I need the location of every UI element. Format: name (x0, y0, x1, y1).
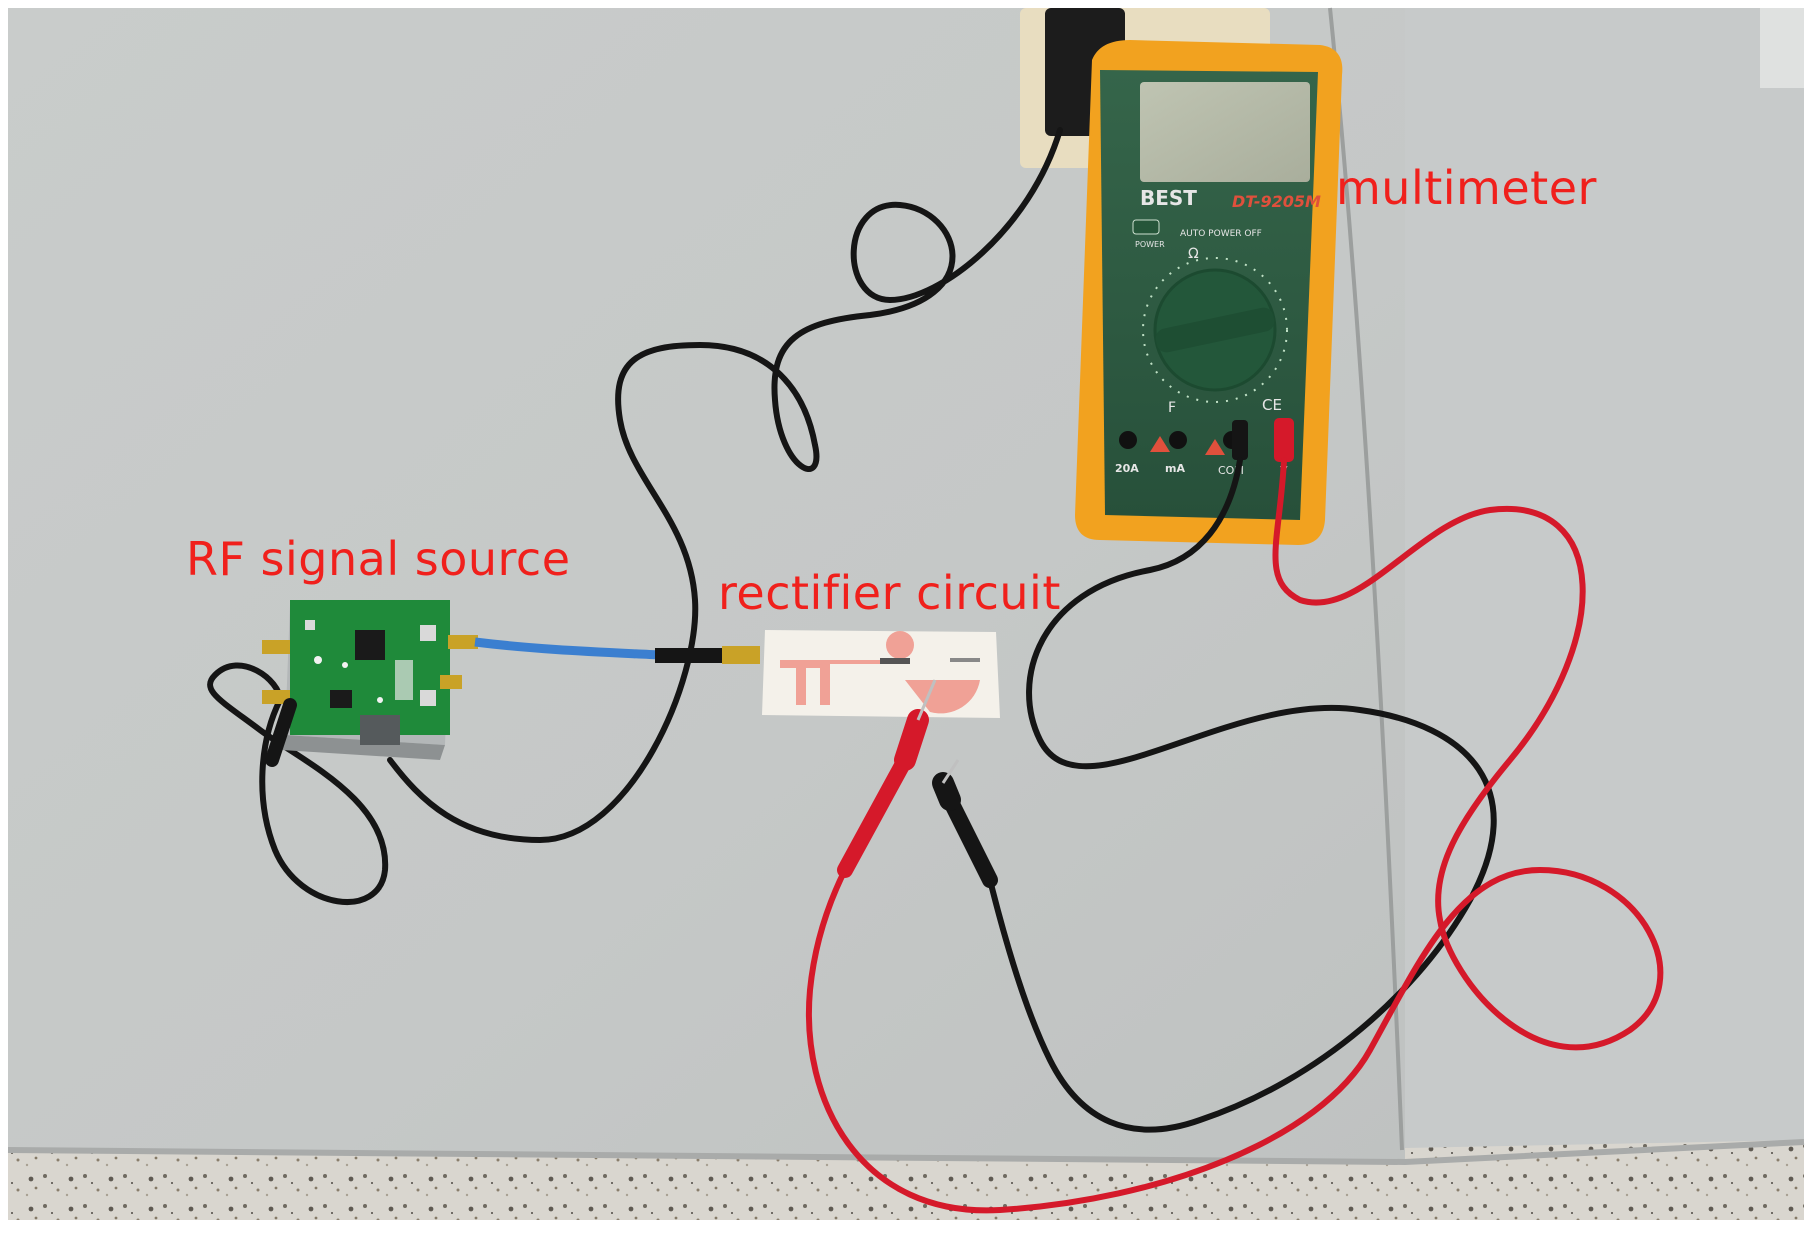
jack-20a-label: 20A (1115, 462, 1139, 475)
f-label: F (1168, 400, 1176, 416)
lcd-display (1140, 82, 1310, 182)
table-right (1405, 8, 1804, 1148)
black-test-lead (987, 457, 1497, 1133)
corner-object (1760, 8, 1804, 88)
range-scale (1142, 257, 1288, 403)
power-button[interactable] (1132, 219, 1160, 235)
model-label: DT-9205M (1232, 192, 1321, 211)
ce-mark: CE (1262, 396, 1282, 414)
multimeter-label: multimeter (1336, 161, 1597, 215)
ohm-symbol: Ω (1188, 246, 1199, 262)
auto-off-label: AUTO POWER OFF (1180, 229, 1262, 239)
power-label: POWER (1135, 240, 1165, 249)
rf-signal-source-label: RF signal source (186, 532, 571, 586)
rectifier-board (762, 630, 1000, 718)
coax-cable (474, 637, 661, 660)
red-test-lead (806, 457, 1664, 1214)
brand-logo: BEST (1140, 186, 1197, 210)
rf-signal-source (262, 600, 478, 767)
table-seam (1328, 7, 1404, 1151)
jack-ma[interactable] (1169, 431, 1187, 449)
table-left (8, 8, 1405, 1160)
jack-ma-label: mA (1165, 462, 1185, 475)
coax-connector (655, 648, 725, 663)
adapter-cable (387, 127, 1063, 844)
rf-power-cable (207, 662, 389, 906)
rectifier-circuit-label: rectifier circuit (718, 566, 1061, 620)
jack-20a[interactable] (1119, 431, 1137, 449)
multimeter: BEST DT-9205M AUTO POWER OFF POWER Ω F C… (1075, 40, 1343, 545)
